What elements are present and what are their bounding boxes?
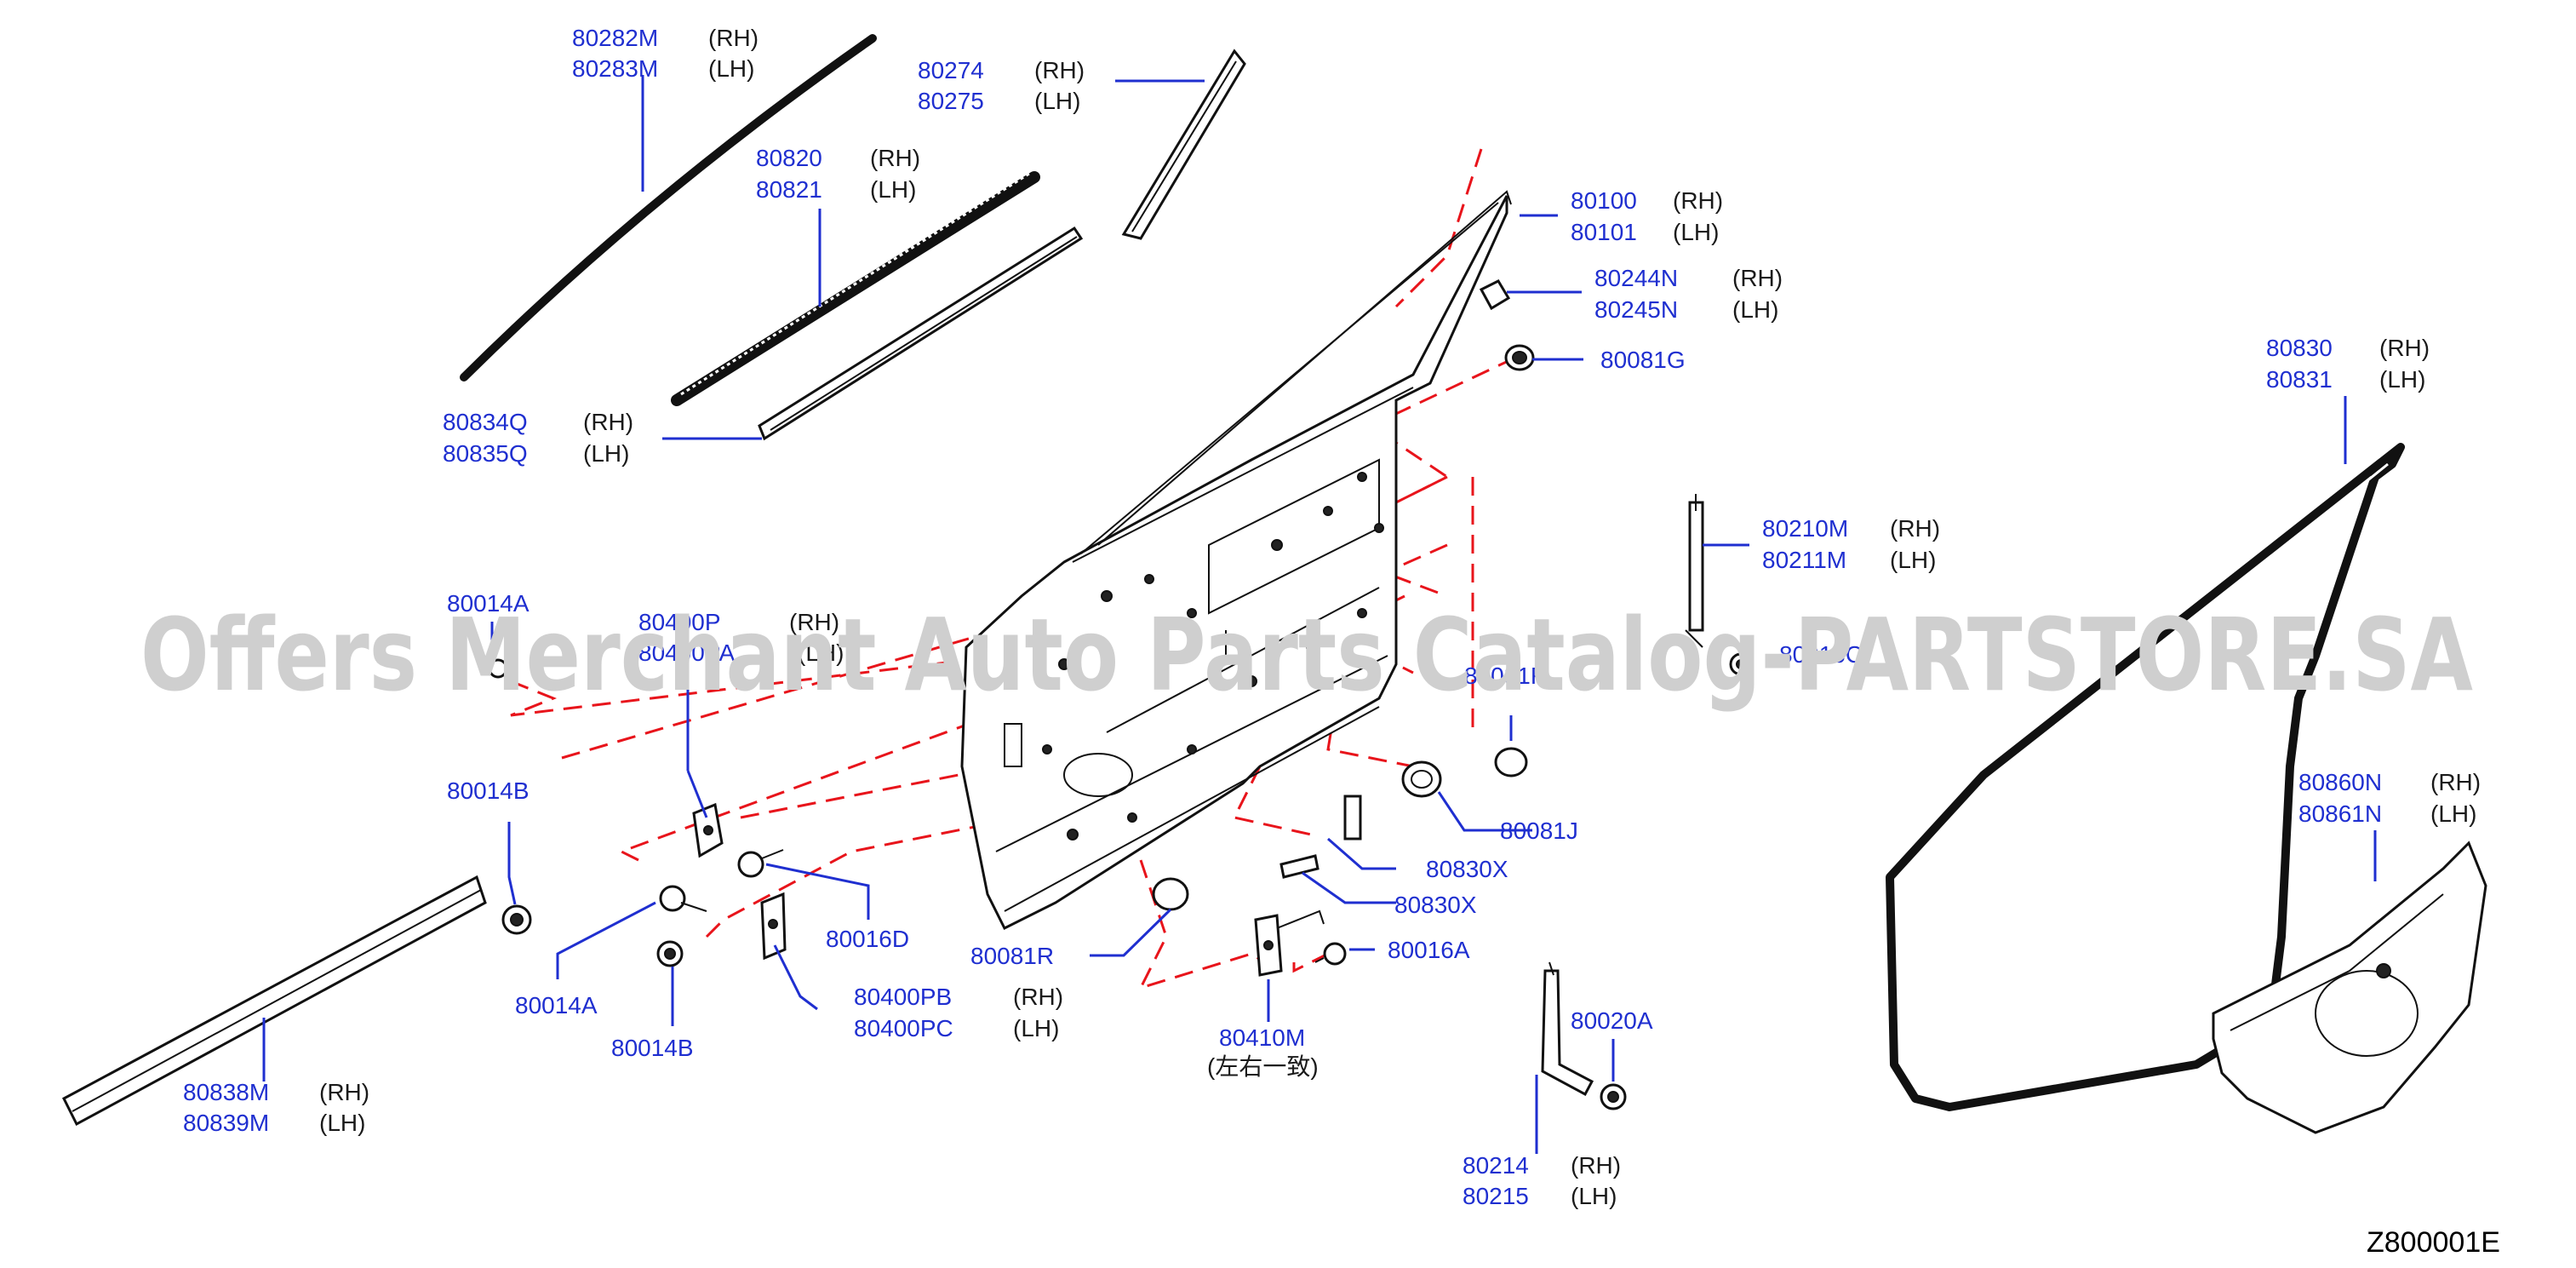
label-80081f[interactable]: 80081F (1464, 663, 1545, 689)
bolt-part-80016a (1314, 942, 1347, 966)
label-80214[interactable]: 80214 (1463, 1152, 1529, 1179)
seal-part-80830x (1279, 795, 1362, 879)
striker-part (1254, 909, 1325, 977)
label-80245n[interactable]: 80245N (1594, 296, 1678, 323)
side-rh: (RH) (708, 25, 758, 51)
label-80839m[interactable]: 80839M (183, 1110, 269, 1136)
plug-part-80081f (1494, 747, 1528, 777)
side-rh: (RH) (1013, 984, 1063, 1010)
side-lh: (LH) (1732, 296, 1778, 323)
side-rh: (RH) (2379, 335, 2430, 361)
grommet-part-80081g (1504, 344, 1535, 371)
side-lh: (LH) (1890, 547, 1936, 573)
plug-part-80081r (1152, 877, 1189, 911)
watermark-text: Offers Merchant Auto Parts Catalog-PARTS… (140, 596, 2473, 714)
label-80834q[interactable]: 80834Q (443, 409, 528, 435)
label-80400pa[interactable]: 80400PA (638, 640, 735, 666)
label-80400pb[interactable]: 80400PB (854, 984, 952, 1010)
side-lh: (LH) (708, 55, 754, 82)
label-80081r[interactable]: 80081R (970, 943, 1054, 969)
label-80830x-b[interactable]: 80830X (1394, 892, 1477, 918)
label-80081j[interactable]: 80081J (1500, 818, 1578, 844)
bolt-part-80016c (1729, 652, 1753, 676)
label-80838m[interactable]: 80838M (183, 1079, 269, 1105)
side-lh: (LH) (583, 440, 629, 467)
side-rh: (RH) (2430, 769, 2481, 795)
weatherstrip-outer-part (671, 170, 1040, 406)
bolt-part-80014a (488, 658, 707, 912)
label-80081g[interactable]: 80081G (1600, 347, 1686, 373)
label-80014b-top[interactable]: 80014B (447, 777, 530, 804)
body-weatherstrip-part (1886, 443, 2405, 1111)
side-rh: (RH) (870, 145, 920, 171)
label-80014a-bot[interactable]: 80014A (515, 992, 598, 1018)
note-same-both-sides: (左右一致) (1207, 1053, 1319, 1080)
label-80835q[interactable]: 80835Q (443, 440, 528, 467)
label-80400pc[interactable]: 80400PC (854, 1015, 953, 1041)
door-panel-part (960, 190, 1512, 931)
door-trim-part (2212, 841, 2487, 1134)
label-80275[interactable]: 80275 (918, 88, 984, 114)
side-lh: (LH) (1034, 88, 1080, 114)
nut-part-80014b (501, 904, 684, 967)
leader-lines (262, 75, 2377, 1154)
side-rh: (RH) (1673, 187, 1723, 214)
bolt-part-80016d (737, 849, 784, 878)
label-80211m[interactable]: 80211M (1762, 547, 1846, 573)
label-80244n[interactable]: 80244N (1594, 265, 1678, 291)
label-80215[interactable]: 80215 (1463, 1183, 1529, 1209)
label-80410m[interactable]: 80410M (1219, 1024, 1305, 1051)
label-80014b-bot[interactable]: 80014B (611, 1035, 694, 1061)
side-lh: (LH) (2430, 800, 2476, 827)
sash-molding-part (1121, 49, 1246, 240)
side-rh: (RH) (1034, 57, 1085, 83)
side-rh: (RH) (1732, 265, 1783, 291)
belt-molding-part (758, 226, 1084, 441)
label-80831[interactable]: 80831 (2266, 366, 2333, 393)
label-80282m[interactable]: 80282M (572, 25, 658, 51)
bolt-part-80020a (1600, 1083, 1627, 1110)
label-80210m[interactable]: 80210M (1762, 515, 1848, 542)
hinge-lower-part (760, 892, 787, 961)
side-lh: (LH) (870, 176, 916, 203)
label-80100[interactable]: 80100 (1571, 187, 1637, 214)
label-80861n[interactable]: 80861N (2298, 800, 2382, 827)
label-80020a[interactable]: 80020A (1571, 1007, 1653, 1034)
side-lh: (LH) (2379, 366, 2425, 393)
label-80400p[interactable]: 80400P (638, 609, 721, 635)
label-80860n[interactable]: 80860N (2298, 769, 2382, 795)
label-80016d[interactable]: 80016D (826, 926, 909, 952)
plug-part-80081j (1401, 760, 1442, 798)
label-80830[interactable]: 80830 (2266, 335, 2333, 361)
label-80821[interactable]: 80821 (756, 176, 822, 203)
lower-molding-part (62, 875, 487, 1127)
check-link-part (1685, 494, 1704, 648)
label-80283m[interactable]: 80283M (572, 55, 658, 82)
bracket-part-80214 (1541, 961, 1594, 1097)
side-rh: (RH) (1571, 1152, 1621, 1179)
side-lh: (LH) (319, 1110, 365, 1136)
label-80101[interactable]: 80101 (1571, 219, 1637, 245)
side-lh: (LH) (1571, 1183, 1617, 1209)
hinge-upper-part (692, 802, 724, 858)
side-lh: (LH) (1013, 1015, 1059, 1041)
figure-code: Z800001E (2367, 1226, 2500, 1259)
label-80830x-a[interactable]: 80830X (1426, 856, 1508, 882)
side-lh: (LH) (1673, 219, 1719, 245)
side-rh: (RH) (583, 409, 633, 435)
side-rh: (RH) (1890, 515, 1940, 542)
side-rh: (RH) (789, 609, 839, 635)
side-lh: (LH) (798, 640, 844, 666)
label-80014a-top[interactable]: 80014A (447, 590, 530, 617)
label-80016a[interactable]: 80016A (1388, 937, 1470, 963)
label-80274[interactable]: 80274 (918, 57, 984, 83)
clip-part-80244n (1479, 279, 1511, 311)
roof-molding-part (460, 34, 877, 382)
part-labels: 80282M (RH) 80283M (LH) 80274 (RH) 80275… (183, 25, 2481, 1209)
side-rh: (RH) (319, 1079, 369, 1105)
label-80820[interactable]: 80820 (756, 145, 822, 171)
label-80016c[interactable]: 80016C (1779, 641, 1863, 668)
